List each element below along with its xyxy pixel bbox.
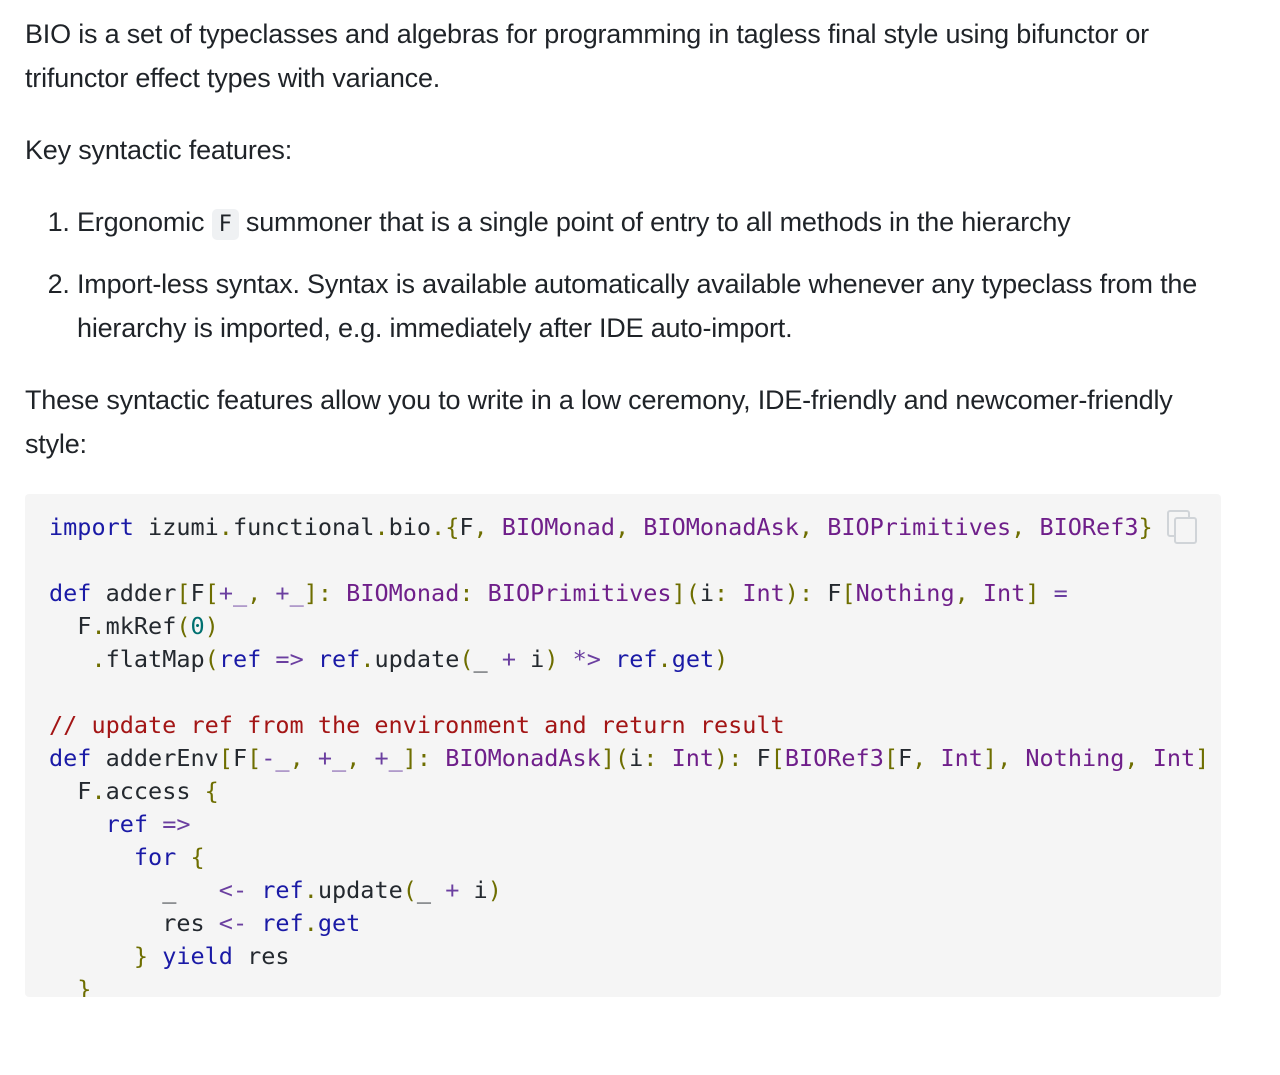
code-listing: import izumi.functional.bio.{F, BIOMonad… [49, 513, 1210, 997]
code-block: import izumi.functional.bio.{F, BIOMonad… [25, 494, 1221, 997]
features-list: Ergonomic F summoner that is a single po… [25, 200, 1221, 350]
article-content: BIO is a set of typeclasses and algebras… [25, 12, 1221, 997]
feature-item-1: Ergonomic F summoner that is a single po… [77, 200, 1221, 247]
intro-paragraph: BIO is a set of typeclasses and algebras… [25, 19, 1149, 93]
copy-icon[interactable] [1167, 510, 1197, 544]
inline-code-F: F [211, 209, 239, 240]
key-features-heading: Key syntactic features: [25, 135, 293, 165]
feature-item-2: Import-less syntax. Syntax is available … [77, 262, 1221, 350]
feature-1-text-before: Ergonomic [77, 207, 212, 237]
outro-paragraph: These syntactic features allow you to wr… [25, 385, 1173, 459]
feature-1-text-after: summoner that is a single point of entry… [238, 207, 1071, 237]
feature-2-text: Import-less syntax. Syntax is available … [77, 269, 1198, 343]
